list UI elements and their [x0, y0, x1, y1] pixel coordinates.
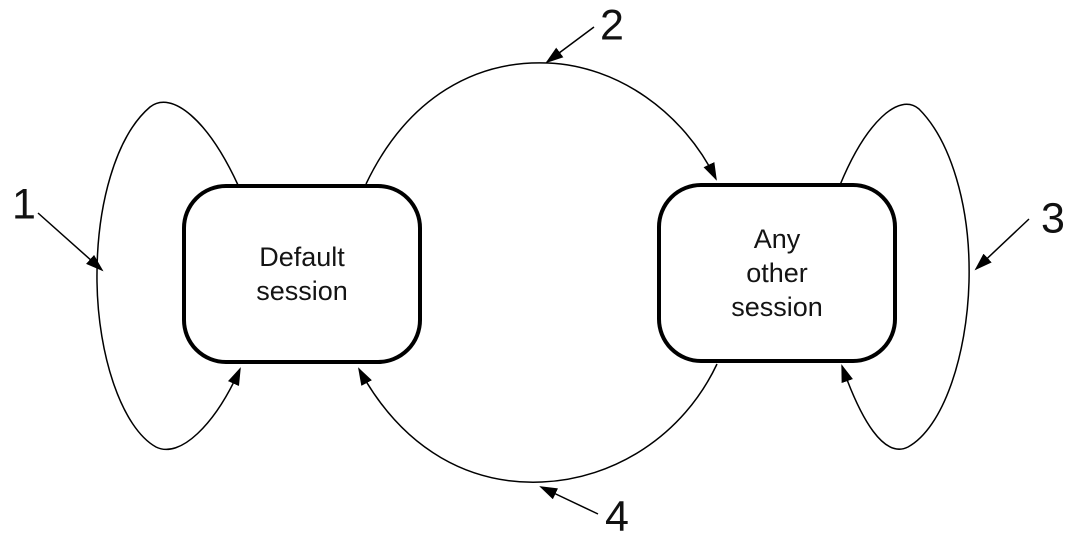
transition-1-self-loop-path: [96, 101, 241, 451]
transition-label-3: 3: [1041, 194, 1065, 243]
transition-4-arc-path: [358, 363, 718, 483]
state-any-other-session-label-line: other: [746, 258, 808, 288]
state-any-other-session: Any other session: [657, 183, 897, 363]
label-4-leader-arrow: [539, 486, 599, 515]
transition-3-self-loop-path: [839, 103, 970, 450]
transition-label-2: 2: [600, 1, 624, 50]
label-3-leader-arrow: [974, 218, 1030, 271]
state-default-session-label-line: Default: [259, 242, 345, 272]
label-1-leader-arrow: [37, 212, 104, 272]
state-any-other-session-label-line: Any: [753, 224, 801, 254]
transition-label-4: 4: [605, 492, 629, 541]
transition-2-arc-path: [365, 62, 717, 185]
transition-label-1: 1: [12, 180, 36, 229]
state-default-session-label-line: session: [256, 276, 348, 306]
label-2-leader-arrow: [545, 26, 595, 64]
state-default-session: Default session: [182, 184, 422, 364]
state-any-other-session-label-line: session: [731, 292, 823, 322]
